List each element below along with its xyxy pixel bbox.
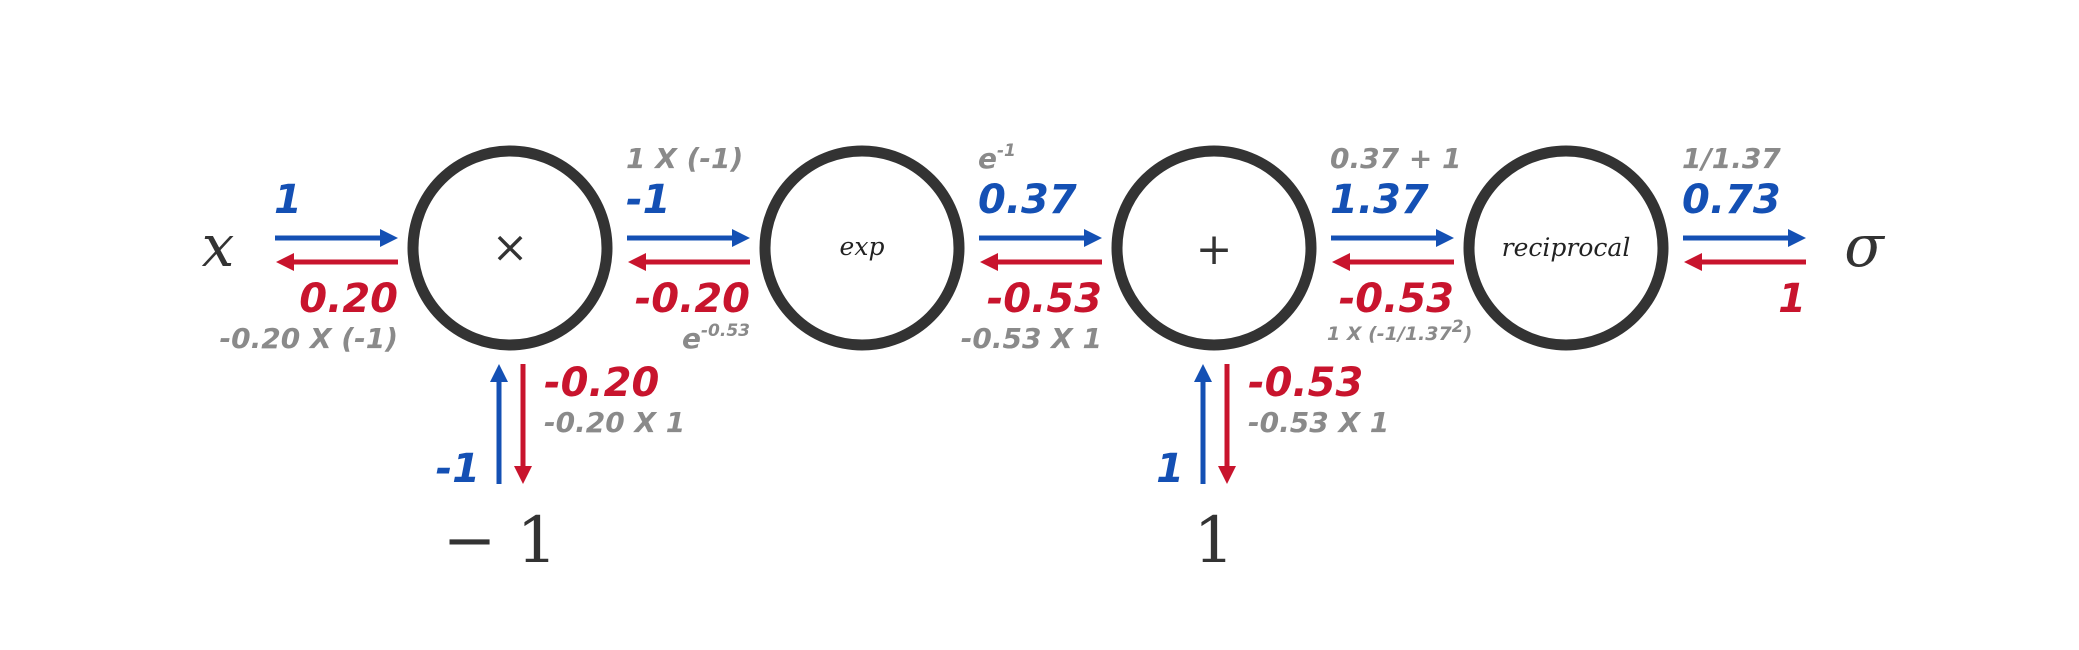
exp-label: exp	[840, 232, 885, 261]
backward-arrowhead	[1684, 253, 1702, 271]
edge-exp-to-add: e-1 0.37 -0.53 -0.53 X 1	[961, 141, 1102, 355]
forward-arrowhead	[1084, 229, 1102, 247]
backward-gradient: -0.53	[987, 276, 1102, 322]
forward-value: 1	[1156, 446, 1184, 492]
note-exponent: -0.53	[701, 321, 750, 341]
constant-one-label: 1	[1194, 504, 1235, 578]
gradient-note: 1 X (-1/1.372)	[1327, 317, 1472, 345]
forward-value: 1	[274, 177, 302, 223]
add-symbol: +	[1196, 224, 1233, 275]
backward-gradient: 0.20	[299, 276, 398, 322]
node-add: +	[1111, 145, 1317, 351]
backward-gradient: -0.53	[1248, 360, 1363, 406]
backward-arrowhead	[514, 466, 532, 484]
forward-arrowhead	[1788, 229, 1806, 247]
node-multiply: ×	[407, 145, 613, 351]
edge-neg-one-to-multiply: -1 -0.20 -0.20 X 1	[436, 360, 686, 492]
edge-reciprocal-to-output: 1/1.37 0.73 1	[1682, 142, 1806, 322]
forward-arrowhead	[732, 229, 750, 247]
backward-gradient: -0.20	[635, 276, 750, 322]
note-exponent: -1	[997, 141, 1016, 161]
backward-gradient: -0.53	[1339, 276, 1454, 322]
note-base: e	[682, 322, 701, 355]
forward-value: -1	[626, 177, 670, 223]
backward-arrowhead	[628, 253, 646, 271]
input-x-label: x	[202, 212, 235, 280]
forward-value: -1	[436, 446, 480, 492]
gradient-note: -0.20 X (-1)	[220, 322, 399, 355]
forward-arrowhead	[490, 364, 508, 382]
forward-arrowhead	[1194, 364, 1212, 382]
gradient-note: -0.20 X 1	[544, 406, 685, 439]
backward-arrowhead	[980, 253, 998, 271]
forward-arrowhead	[1436, 229, 1454, 247]
edge-multiply-to-exp: 1 X (-1) -1 -0.20 e-0.53	[626, 142, 750, 355]
forward-note: 0.37 + 1	[1330, 142, 1462, 175]
node-reciprocal: reciprocal	[1463, 145, 1669, 351]
edge-add-to-reciprocal: 0.37 + 1 1.37 -0.53 1 X (-1/1.372)	[1327, 142, 1472, 345]
gradient-note: e-0.53	[682, 321, 750, 355]
reciprocal-label: reciprocal	[1502, 233, 1631, 262]
forward-value: 0.73	[1682, 177, 1781, 223]
note-base: e	[978, 142, 997, 175]
backward-arrowhead	[1332, 253, 1350, 271]
note-end: )	[1463, 323, 1473, 345]
gradient-note: -0.53 X 1	[1248, 406, 1389, 439]
edge-x-to-multiply: 1 0.20 -0.20 X (-1)	[220, 177, 399, 355]
node-exp: exp	[759, 145, 965, 351]
backward-arrowhead	[276, 253, 294, 271]
note-exponent: 2	[1452, 317, 1464, 337]
backward-arrowhead	[1218, 466, 1236, 484]
constant-neg-one-label: − 1	[443, 504, 558, 578]
multiply-symbol: ×	[492, 222, 529, 273]
backward-gradient: 1	[1778, 276, 1806, 322]
output-sigma-label: σ	[1844, 212, 1885, 280]
gradient-note: -0.53 X 1	[961, 322, 1102, 355]
note-base: 1 X (-1/1.37	[1327, 323, 1452, 345]
forward-value: 0.37	[978, 177, 1077, 223]
forward-note: 1 X (-1)	[626, 142, 743, 175]
forward-value: 1.37	[1330, 177, 1429, 223]
forward-note: 1/1.37	[1682, 142, 1781, 175]
edge-one-to-add: 1 -0.53 -0.53 X 1	[1156, 360, 1389, 492]
backward-gradient: -0.20	[544, 360, 659, 406]
forward-arrowhead	[380, 229, 398, 247]
forward-note: e-1	[978, 141, 1016, 175]
